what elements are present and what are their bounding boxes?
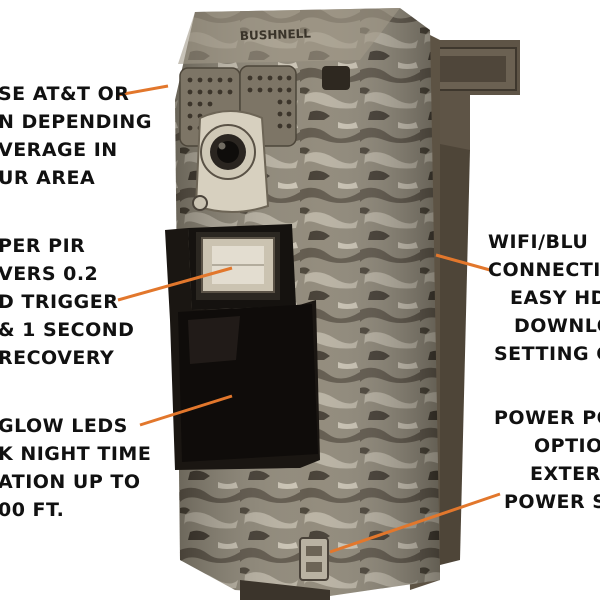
callout-lines: [117, 84, 501, 554]
light-sensor: [192, 195, 208, 211]
callout-network: SE AT&T OR N DEPENDING VERAGE IN UR AREA: [0, 80, 152, 192]
callout-wifi-line-3: EASY HD: [510, 287, 600, 309]
callout-wifi-line-2: CONNECTIV: [488, 259, 600, 281]
callout-power: POWER PO OPTIO EXTER POWER S: [494, 404, 600, 516]
callout-pir-line-4: & 1 SECOND: [0, 319, 135, 341]
callout-network-line-1: SE AT&T OR: [0, 83, 130, 105]
brand-label: BUSHNELL: [240, 27, 312, 43]
pir-sensor: [188, 224, 296, 310]
callout-network-line-4: UR AREA: [0, 167, 96, 189]
callout-leds: GLOW LEDS K NIGHT TIME ATION UP TO 00 FT…: [0, 412, 151, 524]
callout-wifi-line-5: SETTING C: [494, 343, 600, 365]
callout-line-network: [117, 84, 169, 97]
callout-pir: PER PIR VERS 0.2 D TRIGGER & 1 SECOND RE…: [0, 232, 134, 372]
callout-pir-line-1: PER PIR: [0, 235, 86, 257]
callout-power-line-1: POWER PO: [494, 407, 600, 429]
power-port-latch: [240, 537, 330, 600]
callout-line-leds: [139, 394, 233, 427]
side-vent: [322, 66, 350, 90]
callout-leds-line-3: ATION UP TO: [0, 471, 141, 493]
callout-power-line-2: OPTIO: [534, 435, 600, 457]
callout-wifi: WIFI/BLU CONNECTIV EASY HD DOWNLO SETTIN…: [488, 228, 600, 368]
ir-led-panel: [165, 228, 320, 470]
callout-line-wifi: [435, 253, 491, 272]
callout-pir-line-2: VERS 0.2: [0, 263, 99, 285]
callout-power-line-3: EXTER: [530, 463, 600, 485]
camera-lens: [194, 110, 270, 213]
callout-pir-line-3: D TRIGGER: [0, 291, 119, 313]
callout-leds-line-2: K NIGHT TIME: [0, 443, 152, 465]
callout-leds-line-1: GLOW LEDS: [0, 415, 128, 437]
mount-bracket: [420, 40, 520, 150]
callout-wifi-line-4: DOWNLO: [514, 315, 600, 337]
callout-leds-line-4: 00 FT.: [0, 499, 65, 521]
callout-pir-line-5: RECOVERY: [0, 347, 115, 369]
callout-line-pir: [117, 266, 233, 302]
callout-network-line-3: VERAGE IN: [0, 139, 118, 161]
callout-network-line-2: N DEPENDING: [0, 111, 152, 133]
callout-wifi-line-1: WIFI/BLU: [488, 231, 589, 253]
callout-line-power: [329, 492, 501, 554]
callout-power-line-4: POWER S: [504, 491, 600, 513]
